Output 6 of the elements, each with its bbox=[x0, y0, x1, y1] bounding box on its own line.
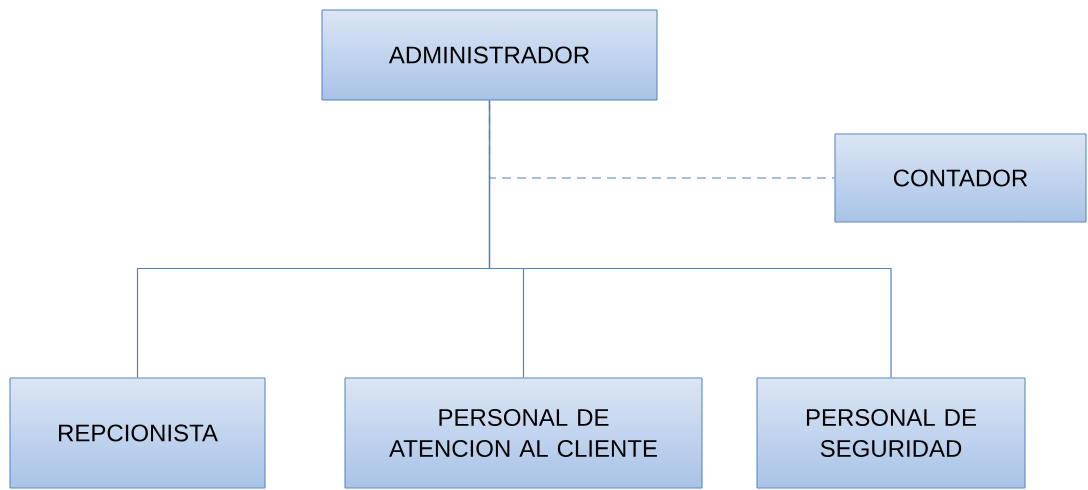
position-box: REPCIONISTA bbox=[9, 377, 266, 489]
position-box: CONTADOR bbox=[834, 133, 1087, 223]
position-box: PERSONAL DE SEGURIDAD bbox=[756, 377, 1026, 489]
position-box: ADMINISTRADOR bbox=[321, 9, 658, 101]
position-box: PERSONAL DE ATENCION AL CLIENTE bbox=[344, 377, 703, 489]
connector-line bbox=[488, 99, 892, 379]
